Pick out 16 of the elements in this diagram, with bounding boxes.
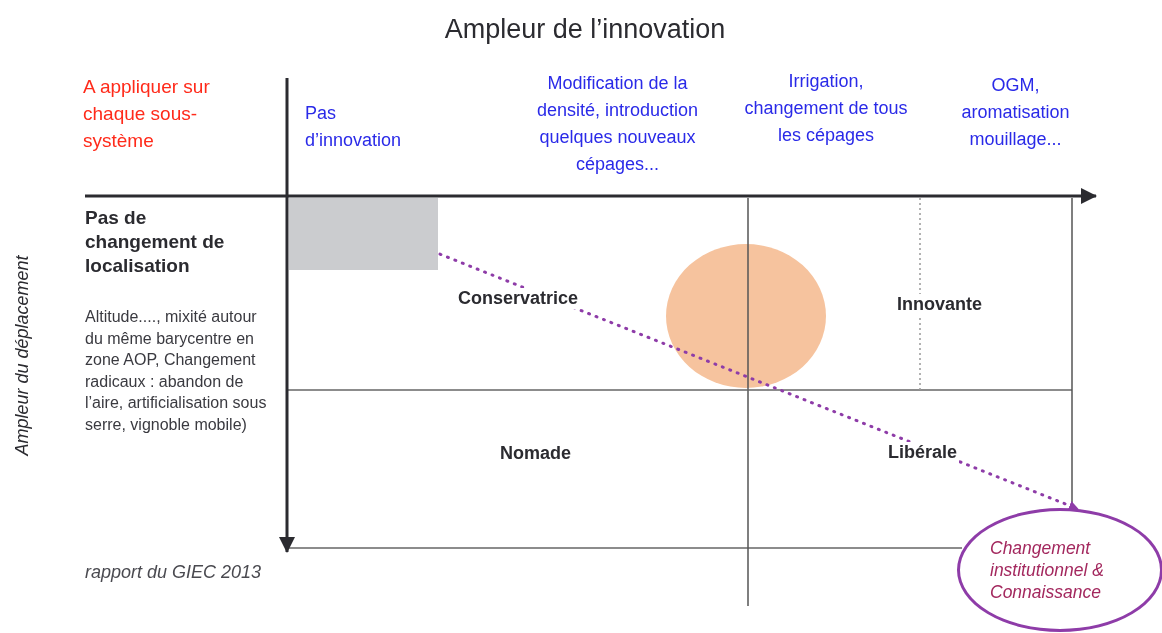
- column-heading: Modification de la densité, introduction quelques nouveaux cépages...: [535, 72, 700, 176]
- row-description: Altitude...., mixité autour du même barycentre en zone AOP, Changement radicaux : abandon de l’aire, artificialisation sous serre, vignoble mobile): [85, 307, 268, 435]
- axis-title: Ampleur du déplacement: [12, 254, 33, 459]
- row-heading: Pas de changement de localisation: [85, 206, 226, 278]
- quadrant-label: Innovante: [895, 294, 984, 315]
- note-text: A appliquer sur chaque sous-système: [83, 75, 211, 153]
- highlight-box: [289, 198, 438, 270]
- column-heading: Irrigation, changement de tous les cépages: [743, 70, 909, 147]
- source-note: rapport du GIEC 2013: [85, 562, 263, 583]
- column-heading: Pas d’innovation: [305, 102, 403, 152]
- dotted-arrow: [438, 252, 1080, 511]
- column-heading: OGM, aromatisation mouillage...: [960, 74, 1071, 151]
- quadrant-label: Conservatrice: [456, 288, 581, 309]
- axis-title: Ampleur de l’innovation: [443, 14, 727, 45]
- quadrant-label: Libérale: [886, 442, 960, 463]
- node-text: Changement institutionnel & Connaissance: [990, 537, 1105, 603]
